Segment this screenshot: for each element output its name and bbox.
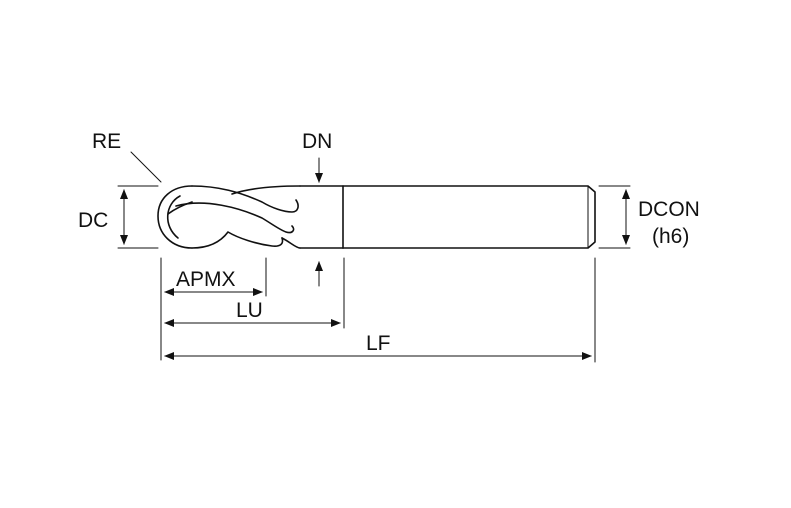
end-mill-outline xyxy=(157,185,596,249)
label-re: RE xyxy=(92,130,121,153)
re-leader-line xyxy=(130,151,162,183)
dimension-labels: RE DN DC DCON (h6) APMX LU LF xyxy=(78,130,700,355)
label-dcon: DCON xyxy=(638,198,700,221)
shank-outline xyxy=(342,185,596,249)
flute-upper xyxy=(191,185,299,213)
label-dc: DC xyxy=(78,209,108,232)
label-lf: LF xyxy=(366,332,391,355)
label-lu: LU xyxy=(236,299,263,322)
ball-nose-center-curve xyxy=(167,201,193,215)
flute-lower xyxy=(191,231,284,249)
label-apmx: APMX xyxy=(176,268,236,291)
ball-nose-outline xyxy=(157,185,193,249)
flute-middle xyxy=(175,202,295,234)
label-dn: DN xyxy=(302,130,332,153)
ball-nose-inner-edge xyxy=(166,195,181,239)
flute-upper-back xyxy=(231,185,301,195)
label-dcon-h6: (h6) xyxy=(652,225,689,248)
flute-lower-tail xyxy=(281,237,301,249)
neck-outline xyxy=(299,185,344,249)
dimension-lines xyxy=(117,151,631,363)
